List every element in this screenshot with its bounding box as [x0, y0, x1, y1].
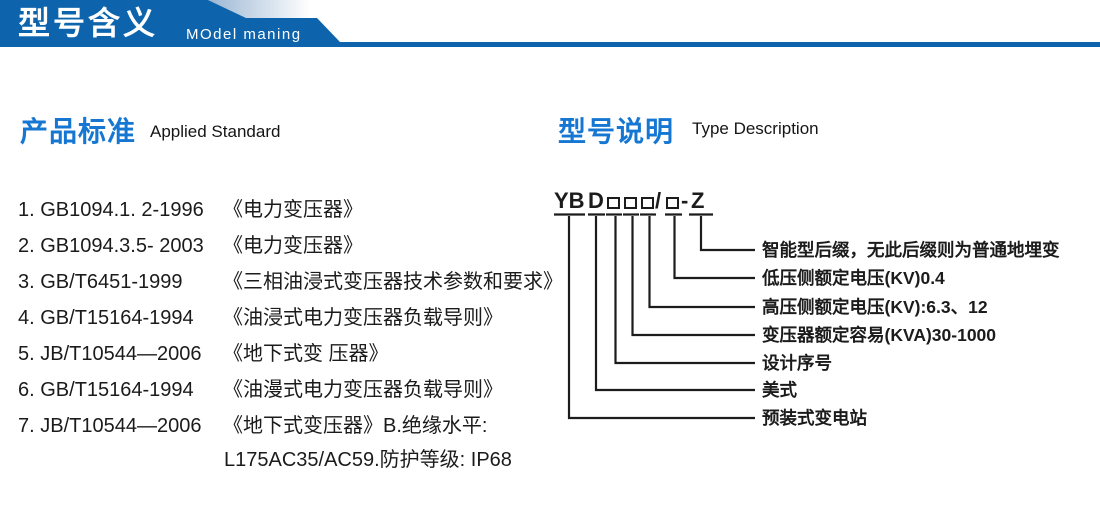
banner-shape — [0, 0, 1100, 47]
standard-item: 2. GB1094.3.5- 2003 《电力变压器》 — [18, 233, 560, 259]
standard-code: 7. JB/T10544—2006 — [18, 415, 202, 437]
standard-item-continuation: L175AC35/AC59.防护等级: IP68 — [224, 449, 512, 471]
standard-item: 6. GB/T15164-1994 《油漫式电力变压器负载导则》 — [18, 377, 560, 403]
standard-title: 《三相油浸式变压器技术参数和要求》 — [223, 271, 563, 293]
standard-item: 4. GB/T15164-1994 《油浸式电力变压器负载导则》 — [18, 305, 560, 331]
standard-title: 《地下式变 压器》 — [223, 343, 389, 365]
standard-title: 《油浸式电力变压器负载导则》 — [223, 307, 503, 329]
model-code-segment: - — [681, 188, 689, 213]
standard-item: 3. GB/T6451-1999 《三相油浸式变压器技术参数和要求》 — [18, 269, 563, 295]
model-part-label: 美式 — [762, 380, 797, 400]
banner-main-shape — [0, 0, 1100, 47]
page-subtitle: MOdel maning — [186, 26, 302, 43]
model-part-label: 智能型后缀，无此后缀则为普通地埋变 — [762, 240, 1060, 260]
model-code-segment: / — [655, 188, 662, 213]
model-code-box — [666, 197, 679, 209]
standard-title: 《电力变压器》 — [223, 235, 363, 257]
standard-title: 《油漫式电力变压器负载导则》 — [223, 379, 503, 401]
standard-code: 4. GB/T15164-1994 — [18, 307, 194, 329]
standard-item: 7. JB/T10544—2006 《地下式变压器》B.绝缘水平: — [18, 413, 560, 439]
type-description-heading: 型号说明 — [558, 116, 675, 147]
page-title: 型号含义 — [18, 5, 159, 41]
standard-item: 5. JB/T10544—2006 《地下式变 压器》 — [18, 341, 560, 367]
model-code-segment: YB — [554, 188, 585, 213]
model-part-label: 高压侧额定电压(KV):6.3、12 — [762, 297, 988, 317]
standard-title: 《电力变压器》 — [223, 199, 363, 221]
standard-code: 6. GB/T15164-1994 — [18, 379, 194, 401]
standard-item: 1. GB1094.1. 2-1996 《电力变压器》 — [18, 197, 560, 223]
model-code-segment: D — [588, 188, 604, 213]
model-code-box — [607, 197, 620, 209]
model-code-box — [641, 197, 654, 209]
model-code-box — [624, 197, 637, 209]
applied-standard-heading-en: Applied Standard — [150, 122, 281, 141]
applied-standard-heading: 产品标准 — [20, 116, 137, 147]
standard-code: 1. GB1094.1. 2-1996 — [18, 199, 204, 221]
model-code-segment: Z — [691, 188, 705, 213]
type-description-heading-en: Type Description — [692, 119, 819, 138]
standard-code: 5. JB/T10544—2006 — [18, 343, 202, 365]
model-part-label: 低压侧额定电压(KV)0.4 — [762, 268, 945, 288]
standard-code: 2. GB1094.3.5- 2003 — [18, 235, 204, 257]
model-part-label: 预装式变电站 — [762, 408, 867, 428]
standard-title: 《地下式变压器》B.绝缘水平: — [223, 415, 488, 437]
model-part-label: 变压器额定容易(KVA)30-1000 — [762, 325, 997, 345]
banner-accent-wedge — [208, 0, 317, 18]
model-part-label: 设计序号 — [762, 353, 832, 373]
standard-code: 3. GB/T6451-1999 — [18, 271, 183, 293]
